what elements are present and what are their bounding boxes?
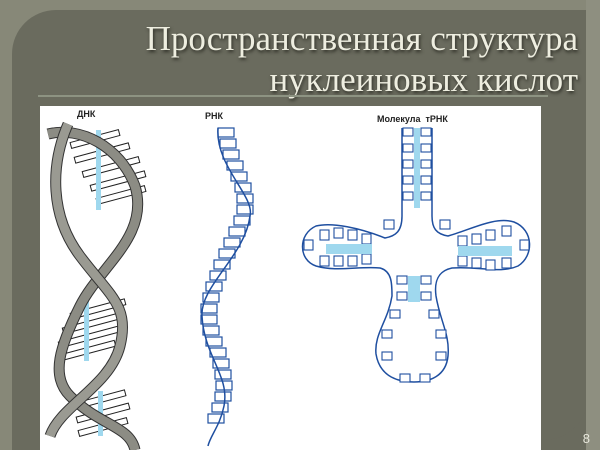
title-line-1: Пространственная структура bbox=[145, 19, 578, 58]
trna-cloverleaf-illustration bbox=[301, 127, 531, 383]
figure-panel: ДНК РНК Молекула тРНК bbox=[40, 106, 541, 450]
rna-strand-illustration bbox=[200, 127, 254, 447]
rna-label: РНК bbox=[205, 111, 223, 121]
trna-label: Молекула тРНК bbox=[377, 114, 448, 124]
slide-right-band bbox=[586, 0, 600, 450]
page-number: 8 bbox=[582, 431, 590, 446]
dna-label: ДНК bbox=[77, 109, 96, 119]
dna-helix-illustration bbox=[44, 121, 147, 450]
title-line-2: нуклеиновых кислот bbox=[269, 60, 578, 99]
title-divider bbox=[38, 95, 548, 97]
slide-title: Пространственная структура нуклеиновых к… bbox=[146, 18, 578, 100]
